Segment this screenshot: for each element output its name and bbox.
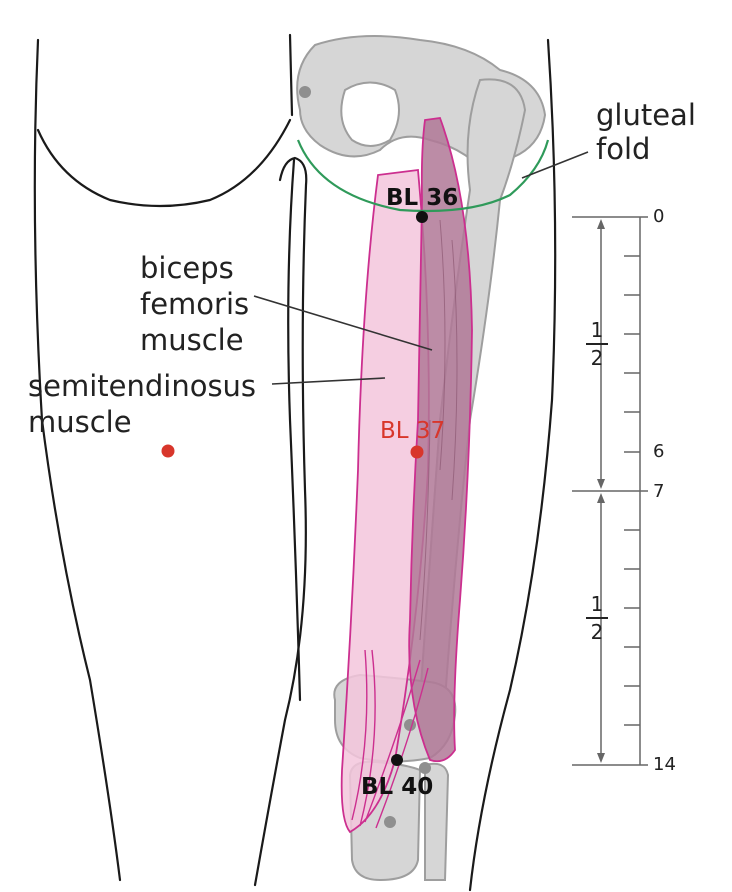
scale-tick-7: 7 [653,481,665,502]
bl40-label: BL 40 [361,774,434,800]
gluteal-fold-label: gluteal fold [596,98,696,166]
bl36-label: BL 36 [386,185,459,211]
upper-fraction-bar [586,343,608,345]
biceps-femoris-muscle [408,117,473,763]
gluteal-fold-label-line2: fold [596,132,651,166]
scale-minor-ticks [624,255,640,726]
lower-fraction-bar [586,617,608,619]
semitendinosus-label: semitendinosus muscle [28,368,256,440]
biceps-label-line1: biceps [140,251,234,285]
scale-tick-6: 6 [653,441,665,462]
gluteal-fold-label-line1: gluteal [596,98,696,132]
biceps-label-line3: muscle [140,323,244,357]
cun-scale [572,216,648,766]
left-inner-crease [288,33,294,117]
semitendinosus-tendon [351,649,376,827]
biceps-femoris-fibers [419,219,458,641]
semitendinosus-leader [271,377,386,385]
left-buttock-outline [36,118,292,208]
extra-red-point [161,444,175,458]
scale-tick-14: 14 [653,754,676,775]
lower-half-fraction: 1 2 [586,594,608,642]
body-outline [33,33,557,892]
bl37-point [410,445,424,459]
scale-tick-0: 0 [653,206,665,227]
muscle-tendon-crossing [364,659,429,829]
right-leg-outer-outline [468,38,557,892]
left-leg-inner-outline [253,156,308,887]
bl37-label: BL 37 [380,418,446,444]
biceps-femoris-leader [253,295,433,351]
lower-fraction-numerator: 1 [590,592,604,616]
upper-fraction-denominator: 2 [590,345,604,370]
upper-fraction-numerator: 1 [590,318,604,342]
right-leg-inner-outline [287,158,302,702]
left-leg-outer-outline [33,38,122,882]
biceps-label-line2: femoris [140,287,250,321]
bl40-point [391,754,403,766]
scale-arrowheads [597,219,605,763]
leader-lines [253,151,589,385]
biceps-femoris-label: biceps femoris muscle [140,250,249,358]
semitendinosus-label-line1: semitendinosus [28,369,257,403]
semitendinosus-label-line2: muscle [28,405,132,439]
upper-half-fraction: 1 2 [586,320,608,368]
gluteal-fold-leader [521,151,589,179]
lower-fraction-denominator: 2 [590,619,604,644]
bl36-point [416,211,428,223]
